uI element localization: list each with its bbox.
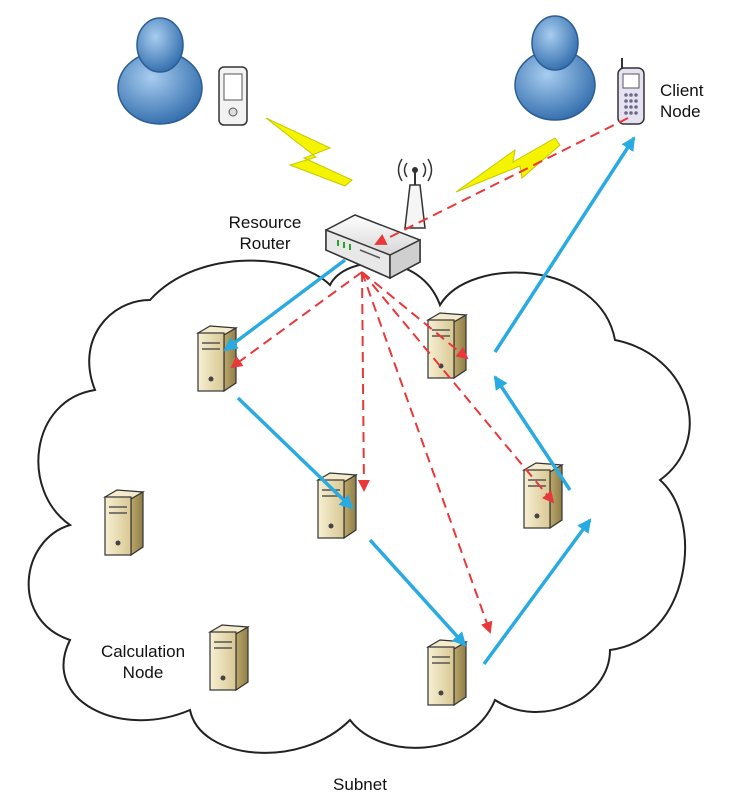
server-icon [103, 489, 145, 557]
client-node-label: Client Node [660, 80, 730, 122]
resource-router-label-line-1: Resource [228, 213, 302, 232]
data-arrow [493, 136, 636, 353]
subnet-label: Subnet [320, 774, 400, 795]
pda-icon [218, 66, 248, 126]
subnet-label-text: Subnet [333, 775, 387, 794]
server-icon [196, 325, 238, 393]
request-arrow [361, 271, 469, 360]
lightning-icon [455, 137, 561, 193]
resource-router-label: Resource Router [210, 212, 320, 254]
calculation-node-label: Calculation Node [78, 641, 208, 683]
client-node-label-line-1: Client [660, 81, 704, 100]
server-icon [426, 639, 468, 707]
data-arrow [482, 518, 592, 666]
request-arrow [357, 271, 370, 492]
person-icon [117, 17, 203, 125]
mobile-phone-icon [617, 58, 645, 125]
data-arrow [368, 538, 467, 647]
calculation-node-label-line-2: Node [122, 663, 164, 682]
person-icon [514, 15, 596, 121]
data-arrow [236, 396, 354, 510]
router-icon [325, 214, 421, 280]
request-arrow [361, 271, 555, 504]
calculation-node-label-line-1: Calculation [100, 642, 186, 661]
antenna-icon [397, 158, 433, 229]
server-icon [208, 624, 250, 692]
request-arrow [230, 271, 363, 369]
server-icon [426, 312, 468, 380]
resource-router-label-line-2: Router [239, 234, 291, 253]
client-node-label-line-2: Node [660, 102, 701, 121]
data-arrow [493, 375, 572, 491]
data-arrow [223, 258, 347, 352]
lightning-icon [265, 117, 353, 187]
subnet-cloud [27, 259, 691, 754]
